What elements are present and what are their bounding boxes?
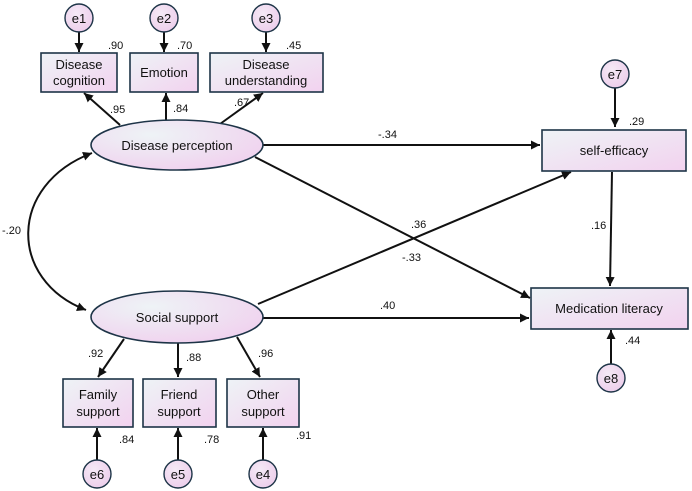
error-e3[interactable]: e3	[251, 3, 281, 33]
edges	[27, 31, 620, 460]
loading-disease-cognition: .95	[110, 104, 125, 116]
covariance-dp-ss: -.20	[2, 225, 21, 237]
error-e5-label: e5	[171, 467, 185, 482]
ss-to-self-efficacy	[257, 171, 572, 305]
latent-variables: Disease perception Social support	[90, 119, 264, 344]
box-friend-support-line1: Friend	[161, 387, 198, 402]
box-disease-cognition-line2: cognition	[53, 73, 105, 88]
path-ss-self-efficacy: .36	[411, 219, 426, 231]
error-e4-label: e4	[256, 467, 270, 482]
error-e2[interactable]: e2	[149, 3, 179, 33]
box-disease-understanding[interactable]: Disease understanding	[209, 52, 324, 93]
loading-other-support: .96	[258, 348, 273, 360]
loading-friend-support: .88	[186, 352, 201, 364]
error-e2-label: e2	[157, 11, 171, 26]
loading-disease-understanding: .67	[234, 97, 249, 109]
box-medication-literacy-line1: Medication literacy	[555, 301, 663, 316]
error-terms: e1 e2 e3 e7 e8 e6 e5 e4	[64, 3, 630, 489]
dp-to-medication-literacy	[254, 156, 531, 299]
box-friend-support[interactable]: Friend support	[142, 378, 217, 428]
r2-medication-literacy: .44	[625, 335, 640, 347]
box-family-support[interactable]: Family support	[62, 378, 134, 428]
error-e6[interactable]: e6	[82, 459, 112, 489]
box-other-support[interactable]: Other support	[226, 378, 300, 428]
error-e7-label: e7	[608, 67, 622, 82]
error-e4[interactable]: e4	[248, 459, 278, 489]
box-emotion-line1: Emotion	[140, 65, 188, 80]
dp-ss-covariance	[27, 152, 93, 311]
error-e8[interactable]: e8	[596, 363, 626, 393]
dp-to-disease-understanding	[219, 92, 264, 125]
error-e3-label: e3	[259, 11, 273, 26]
r2-other-support: .91	[296, 430, 311, 442]
box-other-support-line2: support	[241, 404, 285, 419]
box-emotion[interactable]: Emotion	[129, 52, 199, 93]
error-e8-label: e8	[604, 371, 618, 386]
path-dp-medication-literacy: -.33	[402, 252, 421, 264]
self-efficacy-to-medication-literacy	[605, 171, 615, 287]
observed-variables: Disease cognition Emotion Disease unders…	[40, 52, 689, 428]
loading-emotion: .84	[173, 103, 188, 115]
ss-to-other-support	[236, 336, 261, 378]
error-e5[interactable]: e5	[163, 459, 193, 489]
box-disease-cognition[interactable]: Disease cognition	[40, 52, 118, 93]
ss-to-family-support	[97, 338, 125, 378]
latent-social-support[interactable]: Social support	[90, 290, 264, 344]
coefficients: .90 .70 .45 .29 .44 .84 .78 .91 .95 .84 …	[2, 40, 644, 446]
box-disease-understanding-line1: Disease	[243, 57, 290, 72]
error-e1-label: e1	[72, 11, 86, 26]
error-e1[interactable]: e1	[64, 3, 94, 33]
r2-disease-cognition: .90	[108, 40, 123, 52]
box-disease-cognition-line1: Disease	[56, 57, 103, 72]
box-disease-understanding-line2: understanding	[225, 73, 307, 88]
latent-disease-perception-label: Disease perception	[121, 138, 232, 153]
box-medication-literacy[interactable]: Medication literacy	[530, 287, 689, 330]
r2-self-efficacy: .29	[629, 116, 644, 128]
path-dp-self-efficacy: -.34	[378, 129, 397, 141]
r2-disease-understanding: .45	[286, 40, 301, 52]
latent-disease-perception[interactable]: Disease perception	[90, 119, 264, 171]
r2-friend-support: .78	[204, 434, 219, 446]
loading-family-support: .92	[88, 348, 103, 360]
box-other-support-line1: Other	[247, 387, 280, 402]
r2-emotion: .70	[177, 40, 192, 52]
box-family-support-line2: support	[76, 404, 120, 419]
r2-family-support: .84	[119, 434, 134, 446]
box-self-efficacy-line1: self-efficacy	[580, 143, 649, 158]
box-friend-support-line2: support	[157, 404, 201, 419]
box-family-support-line1: Family	[79, 387, 118, 402]
error-e6-label: e6	[90, 467, 104, 482]
dp-to-disease-cognition	[83, 92, 121, 126]
path-ss-medication-literacy: .40	[380, 300, 395, 312]
error-e7[interactable]: e7	[600, 59, 630, 89]
latent-social-support-label: Social support	[136, 310, 219, 325]
path-self-efficacy-medication-literacy: .16	[591, 220, 606, 232]
box-self-efficacy[interactable]: self-efficacy	[541, 129, 687, 172]
